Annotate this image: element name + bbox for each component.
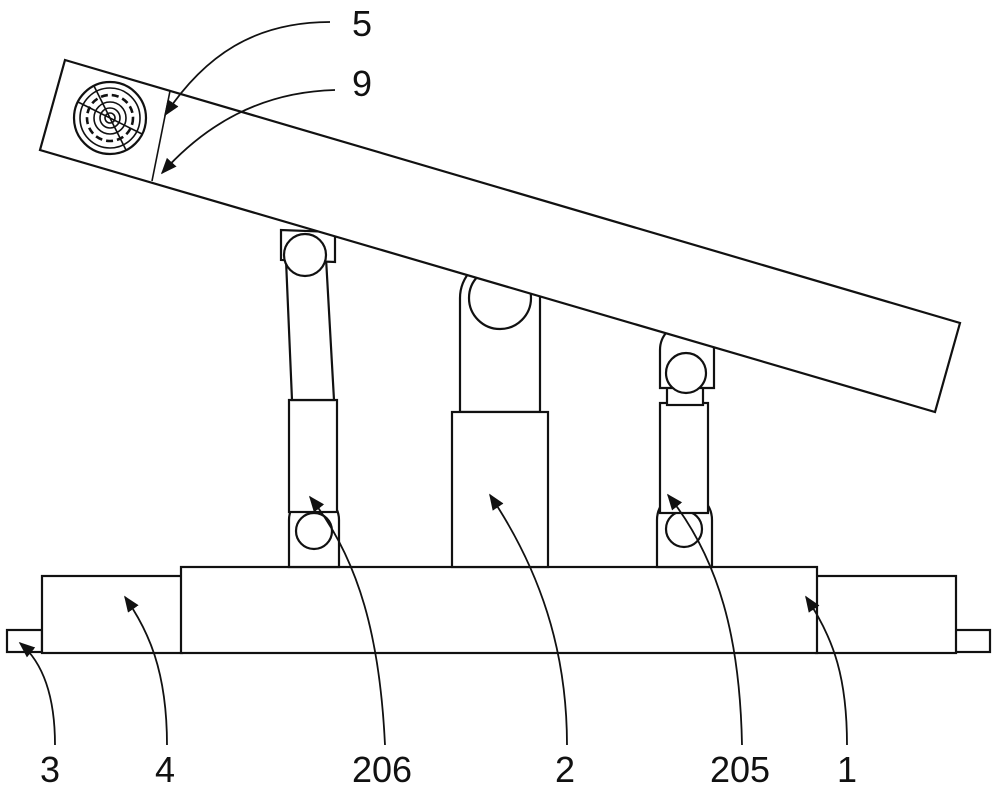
left-foot-plate: [5, 628, 44, 654]
right-upper-pin: [664, 351, 708, 395]
leader-3: [18, 641, 56, 746]
label-205: 205: [710, 749, 770, 790]
leader-lines: [18, 21, 848, 746]
label-3: 3: [40, 749, 60, 790]
leader-4: [124, 595, 168, 746]
left-lower-pin: [294, 511, 334, 551]
fan-icon: [72, 80, 148, 156]
label-9: 9: [352, 63, 372, 104]
left-cylinder: [287, 398, 339, 514]
leader-5: [164, 21, 331, 117]
label-4: 4: [155, 749, 175, 790]
left-actuator: [279, 228, 341, 569]
label-5: 5: [352, 3, 372, 44]
right-side-block: [814, 574, 958, 655]
label-1: 1: [837, 749, 857, 790]
left-upper-pin: [282, 232, 328, 278]
right-cylinder: [658, 401, 710, 515]
right-actuator: [655, 321, 716, 569]
leader-206: [308, 495, 386, 746]
base-platform: [179, 565, 819, 655]
leader-1: [805, 595, 848, 746]
tilted-plate: [38, 58, 962, 414]
leader-205: [666, 493, 743, 746]
right-foot-plate: [953, 628, 992, 654]
left-piston-rod: [284, 256, 336, 402]
center-column: [450, 256, 550, 569]
leader-2: [489, 493, 568, 746]
label-2: 2: [555, 749, 575, 790]
label-206: 206: [352, 749, 412, 790]
left-side-block: [40, 574, 184, 655]
leader-9: [160, 89, 336, 175]
base-assembly: [5, 565, 992, 655]
center-column-sleeve: [450, 410, 550, 569]
reference-numerals: 5 9 3 4 206 2 205 1: [40, 3, 857, 790]
